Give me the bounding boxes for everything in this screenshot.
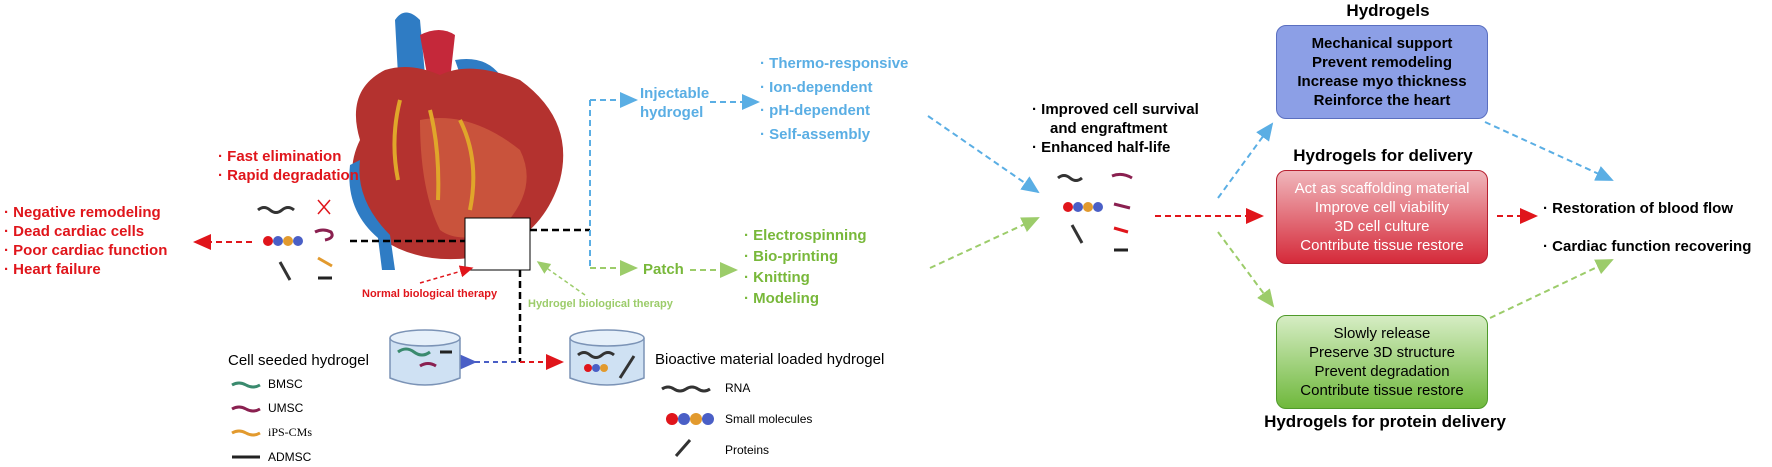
outcome-cardiac-function: Cardiac function recovering: [1552, 238, 1752, 255]
hydrogels-line: Prevent remodeling: [1311, 54, 1453, 71]
outcomes-list: · Restoration of blood flow · Cardiac fu…: [1543, 200, 1752, 255]
legend-bmsc: BMSC: [268, 377, 303, 391]
injectable-item: Self-assembly: [769, 125, 871, 143]
umsc-icon: [231, 405, 261, 413]
delivery-line: Contribute tissue restore: [1300, 237, 1464, 254]
patch-item: Electrospinning: [753, 227, 867, 244]
delivery-line: 3D cell culture: [1334, 218, 1430, 235]
small-molecules-icon: [666, 413, 714, 425]
outcome-blood-flow: Restoration of blood flow: [1552, 200, 1733, 217]
delivery-line: Act as scaffolding material: [1294, 180, 1470, 197]
hydrogels-heading: Hydrogels: [1346, 1, 1430, 20]
problem-heart-failure: Heart failure: [13, 261, 101, 278]
heart-illustration: [349, 12, 564, 271]
protein-box: Slowly release Preserve 3D structure Pre…: [1276, 315, 1488, 409]
problem-fast-elimination: Fast elimination: [227, 148, 342, 165]
problem-rapid-degradation: Rapid degradation: [227, 167, 359, 184]
hydrogels-line: Increase myo thickness: [1297, 73, 1467, 90]
legend-small-molecules: Small molecules: [725, 412, 813, 426]
patch-item: Bio-printing: [753, 248, 839, 265]
hydrogels-line: Mechanical support: [1311, 35, 1453, 52]
patch-item: Modeling: [753, 290, 819, 307]
patch-types-list: · Electrospinning · Bio-printing · Knitt…: [744, 227, 867, 307]
cell-seeded-hydrogel-cylinder: [389, 329, 461, 386]
cell-seeded-title: Cell seeded hydrogel: [228, 352, 369, 369]
legend-umsc: UMSC: [268, 401, 304, 415]
bioactive-title: Bioactive material loaded hydrogel: [655, 351, 885, 368]
hydrogel-therapy-label: Hydrogel biological therapy: [528, 298, 673, 310]
protein-heading: Hydrogels for protein delivery: [1264, 412, 1506, 431]
degrading-molecules-icon: [257, 199, 334, 281]
problem-dead-cardiac-cells: Dead cardiac cells: [13, 223, 145, 240]
delivery-line: Improve cell viability: [1314, 199, 1450, 216]
injectable-types-list: · Thermo-responsive · Ion-dependent · pH…: [760, 55, 909, 143]
delivery-heading: Hydrogels for delivery: [1293, 146, 1473, 165]
middle-benefits: · Improved cell survival and engraftment…: [1032, 101, 1199, 156]
injectable-item: Ion-dependent: [769, 78, 873, 96]
patch-item: Knitting: [753, 269, 810, 286]
bioactive-hydrogel-cylinder: [569, 329, 645, 386]
hydrogels-line: Reinforce the heart: [1313, 92, 1451, 109]
problem-poor-cardiac-function: Poor cardiac function: [13, 242, 168, 259]
left-top-problems: · Fast elimination · Rapid degradation: [218, 148, 359, 184]
ips-cms-icon: [231, 429, 261, 437]
benefit-line: Enhanced half-life: [1041, 139, 1171, 156]
protein-line: Prevent degradation: [1314, 363, 1450, 380]
proteins-icon: [674, 439, 692, 457]
rna-icon: [661, 385, 711, 393]
hydrogels-box: Mechanical support Prevent remodeling In…: [1276, 25, 1488, 119]
injectable-item: pH-dependent: [769, 102, 870, 119]
protein-line: Contribute tissue restore: [1300, 382, 1464, 399]
delivery-box: Act as scaffolding material Improve cell…: [1276, 170, 1488, 264]
preserved-molecules-icon: [1057, 172, 1133, 252]
benefit-line: Improved cell survival: [1041, 101, 1199, 118]
legend-rna: RNA: [725, 381, 751, 395]
normal-therapy-label: Normal biological therapy: [362, 288, 498, 300]
legend-proteins: Proteins: [725, 443, 770, 457]
protein-line: Preserve 3D structure: [1309, 344, 1455, 361]
benefit-line: and engraftment: [1050, 120, 1168, 137]
injectable-item: Thermo-responsive: [769, 55, 909, 72]
legend-admsc: ADMSC: [268, 450, 312, 464]
legend-ips-cms: iPS-CMs: [268, 425, 313, 439]
problem-negative-remodeling: Negative remodeling: [13, 204, 161, 221]
bmsc-icon: [231, 381, 261, 389]
protein-line: Slowly release: [1333, 325, 1431, 342]
patch-label: Patch: [643, 261, 684, 278]
left-main-problems: · Negative remodeling · Dead cardiac cel…: [4, 204, 168, 278]
injectable-hydrogel-label: Injectable hydrogel: [640, 85, 710, 121]
